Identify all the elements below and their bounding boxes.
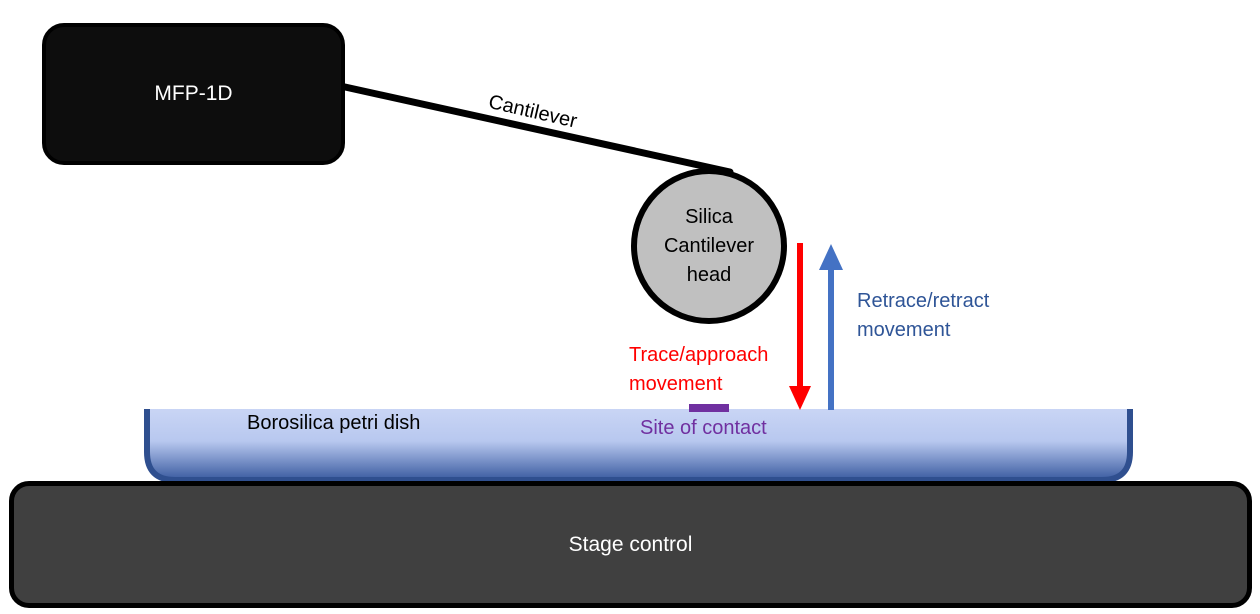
retrace-arrow — [819, 244, 843, 410]
instrument-label: MFP-1D — [154, 82, 233, 105]
contact-site-label: Site of contact — [640, 417, 767, 439]
retrace-label-line2: movement — [857, 319, 951, 341]
head-label-line1: Silica — [685, 205, 733, 228]
instrument-box: MFP-1D — [42, 23, 345, 165]
trace-label: Trace/approach movement — [629, 341, 768, 399]
stage-control-label: Stage control — [568, 532, 693, 556]
retrace-label-line1: Retrace/retract — [857, 290, 990, 312]
petri-dish — [147, 409, 1130, 480]
retrace-label: Retrace/retract movement — [857, 287, 989, 345]
trace-label-line1: Trace/approach — [629, 344, 769, 366]
cantilever-beam — [341, 83, 734, 176]
petri-dish-rim — [144, 409, 1133, 483]
head-label-line3: head — [686, 263, 732, 286]
trace-label-line2: movement — [629, 373, 723, 395]
petri-dish-label: Borosilica petri dish — [247, 412, 421, 434]
trace-arrow — [789, 243, 811, 410]
head-label-line2: Cantilever — [663, 234, 755, 257]
stage-control-box: Stage control — [9, 481, 1252, 608]
cantilever-head-sphere: Silica Cantilever head — [631, 168, 787, 324]
contact-site-mark — [689, 404, 729, 412]
